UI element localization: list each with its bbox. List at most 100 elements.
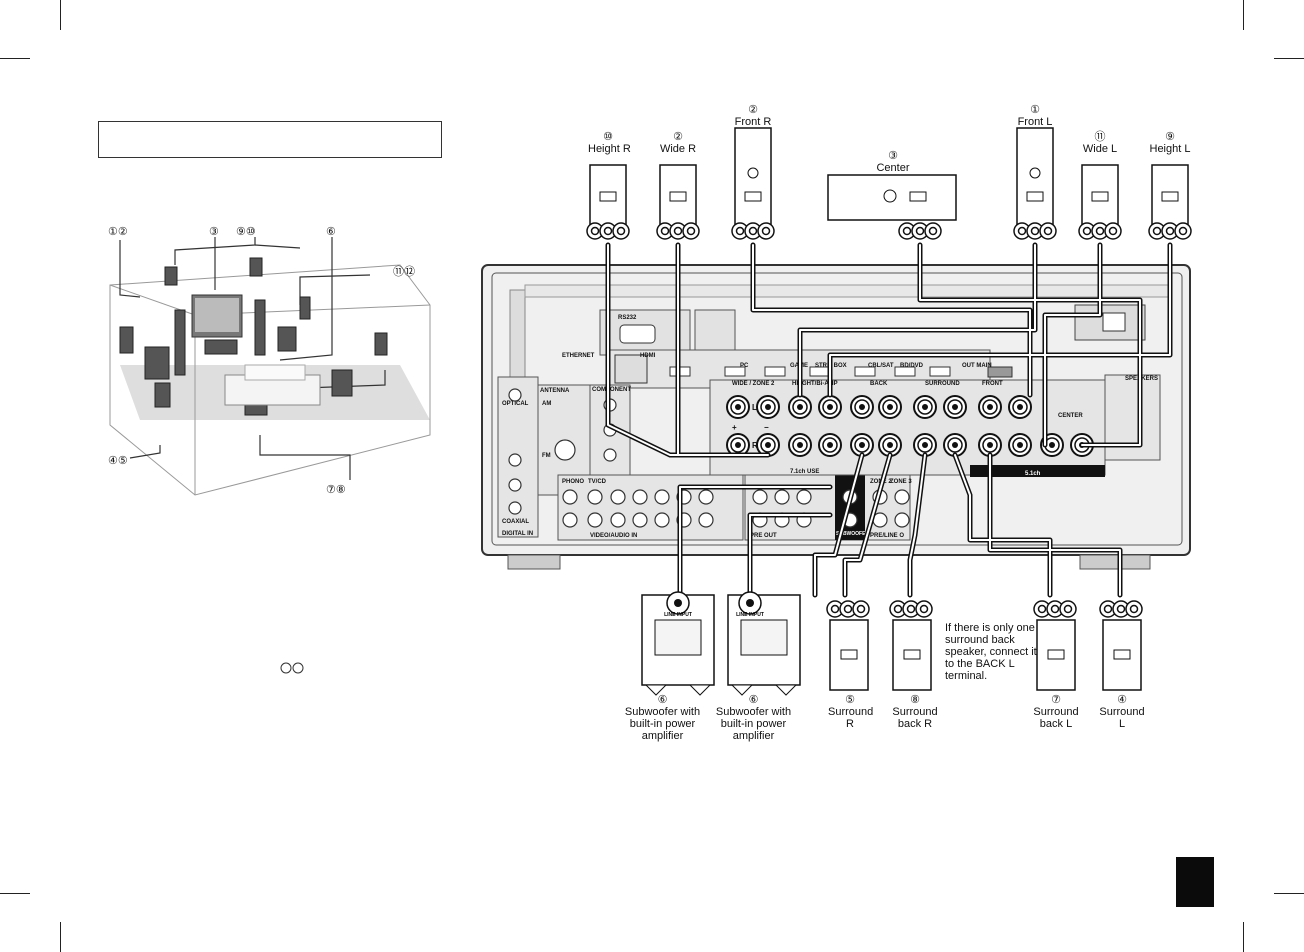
label-height-r-num: ⑩ bbox=[603, 131, 613, 143]
subwoofer-1: LINE INPUT bbox=[641, 591, 715, 696]
label-surround-back-l-name: Surround back L bbox=[1033, 706, 1079, 730]
room-label-6: ⑥ bbox=[326, 226, 336, 238]
wide-speaker-illustration bbox=[299, 296, 311, 320]
label-surround-back-r-name: Surround back R bbox=[892, 706, 938, 730]
antenna-label: ANTENNA bbox=[540, 388, 570, 394]
speaker-center bbox=[827, 174, 957, 240]
label-surround-r: ⑤ Surround R bbox=[828, 694, 874, 730]
label-height-l-num: ⑨ bbox=[1165, 131, 1175, 143]
label-subwoofer-2: ⑥ Subwoofer with built-in power amplifie… bbox=[706, 694, 801, 742]
cbl-sat-label: CBL/SAT bbox=[868, 363, 894, 369]
front-speaker-illustration bbox=[174, 309, 186, 376]
hdmi-label: HDMI bbox=[640, 353, 656, 359]
center-speaker-illustration bbox=[204, 339, 238, 355]
surround-label: SURROUND bbox=[925, 381, 960, 387]
crop-mark bbox=[1274, 58, 1304, 59]
wiring-diagram: RS232 ETHERNET HDMI ANTENNA AM FM COMPON… bbox=[481, 127, 1192, 696]
label-wide-r: ② Wide R bbox=[658, 131, 698, 155]
coaxial-label: COAXIAL bbox=[502, 519, 529, 525]
phono-label: PHONO bbox=[562, 479, 584, 485]
label-front-r-num: ② bbox=[748, 104, 758, 116]
room-illustration bbox=[109, 237, 431, 496]
ethernet-label: ETHERNET bbox=[562, 353, 595, 359]
wide-zone2-label: WIDE / ZONE 2 bbox=[732, 381, 775, 387]
terminal-minus-label: − bbox=[764, 423, 769, 432]
video-audio-in-label: VIDEO/AUDIO IN bbox=[590, 533, 637, 539]
crop-mark bbox=[0, 58, 30, 59]
rs232-label: RS232 bbox=[618, 315, 637, 321]
surround-speaker-illustration bbox=[154, 382, 171, 408]
front-speaker-illustration bbox=[254, 299, 266, 356]
label-surround-l: ④ Surround L bbox=[1097, 694, 1147, 730]
component-label: COMPONENT bbox=[592, 387, 631, 393]
subwoofer-illustration bbox=[144, 346, 170, 380]
height-speaker-illustration bbox=[249, 257, 263, 277]
label-surround-back-l-num: ⑦ bbox=[1051, 694, 1061, 706]
circled-number-placeholder bbox=[280, 662, 304, 674]
label-height-l: ⑨ Height L bbox=[1148, 131, 1192, 155]
crop-mark bbox=[1243, 922, 1244, 952]
label-surround-back-l: ⑦ Surround back L bbox=[1031, 694, 1081, 730]
subwoofer-jack-label: SUBWOOFER bbox=[836, 531, 869, 537]
label-wide-l-num: ⑪ bbox=[1094, 131, 1106, 143]
speaker-surround-r bbox=[826, 600, 870, 691]
terminal-plus-label: + bbox=[732, 423, 737, 432]
page-number-block bbox=[1176, 857, 1214, 907]
height-label: HEIGHT/Bi-AMP bbox=[792, 381, 838, 387]
label-surround-back-r: ⑧ Surround back R bbox=[890, 694, 940, 730]
label-subwoofer-2-name: Subwoofer with built-in power amplifier bbox=[715, 706, 792, 742]
room-label-11-12: ⑪⑫ bbox=[393, 266, 415, 278]
speaker-surround-l bbox=[1099, 600, 1143, 691]
speaker-front-l bbox=[1013, 127, 1057, 240]
zone3-label: ZONE 3 bbox=[890, 479, 912, 485]
subwoofer-2: LINE INPUT bbox=[727, 591, 801, 696]
center-terminal-label: CENTER bbox=[1058, 413, 1083, 419]
room-label-4-5: ④⑤ bbox=[108, 455, 128, 467]
fm-label: FM bbox=[542, 453, 551, 459]
label-height-r: ⑩ Height R bbox=[588, 131, 631, 155]
pre-out-label: PRE OUT bbox=[750, 533, 777, 539]
front-label: FRONT bbox=[982, 381, 1003, 387]
out-main-label: OUT MAIN bbox=[962, 363, 992, 369]
label-center-num: ③ bbox=[888, 150, 898, 162]
label-wide-r-num: ② bbox=[673, 131, 683, 143]
label-surround-l-name: Surround L bbox=[1099, 706, 1145, 730]
speaker-surround-back-r bbox=[889, 600, 933, 691]
label-surround-r-name: Surround R bbox=[828, 706, 874, 730]
label-front-l: ① Front L bbox=[1012, 104, 1058, 128]
optical-label: OPTICAL bbox=[502, 401, 529, 407]
surround-speaker-illustration bbox=[374, 332, 388, 356]
speaker-wide-r bbox=[656, 164, 700, 240]
crop-mark bbox=[60, 922, 61, 952]
label-subwoofer-1-num: ⑥ bbox=[657, 694, 668, 706]
crop-mark bbox=[1274, 893, 1304, 894]
label-surround-l-num: ④ bbox=[1117, 694, 1127, 706]
subwoofer-illustration bbox=[277, 326, 297, 352]
room-label-3: ③ bbox=[209, 226, 219, 238]
label-height-r-name: Height R bbox=[588, 143, 631, 155]
label-subwoofer-1: ⑥ Subwoofer with built-in power amplifie… bbox=[615, 694, 710, 742]
speaker-front-r bbox=[731, 127, 775, 240]
speaker-height-l bbox=[1148, 164, 1192, 240]
label-subwoofer-1-name: Subwoofer with built-in power amplifier bbox=[624, 706, 701, 742]
crop-mark bbox=[1243, 0, 1244, 30]
room-label-9-10: ⑨⑩ bbox=[236, 226, 256, 238]
label-wide-l-name: Wide L bbox=[1082, 143, 1118, 155]
terminal-l-label: L bbox=[752, 403, 757, 412]
label-front-l-name: Front L bbox=[1017, 116, 1053, 128]
71ch-label: 7.1ch USE bbox=[790, 469, 819, 475]
line-input-label: LINE INPUT bbox=[664, 612, 692, 618]
crop-mark bbox=[0, 893, 30, 894]
label-front-r: ② Front R bbox=[730, 104, 776, 128]
surround-back-note: If there is only one surround back speak… bbox=[945, 622, 1037, 682]
label-height-l-name: Height L bbox=[1149, 143, 1191, 155]
label-center: ③ Center bbox=[870, 150, 916, 174]
speaker-height-r bbox=[586, 164, 630, 240]
surround-back-speaker-illustration bbox=[331, 369, 353, 397]
label-front-l-num: ① bbox=[1030, 104, 1040, 116]
height-speaker-illustration bbox=[164, 266, 178, 286]
terminal-r-label: R bbox=[752, 441, 758, 450]
label-center-name: Center bbox=[876, 162, 910, 174]
am-label: AM bbox=[542, 401, 551, 407]
label-subwoofer-2-num: ⑥ bbox=[748, 694, 759, 706]
